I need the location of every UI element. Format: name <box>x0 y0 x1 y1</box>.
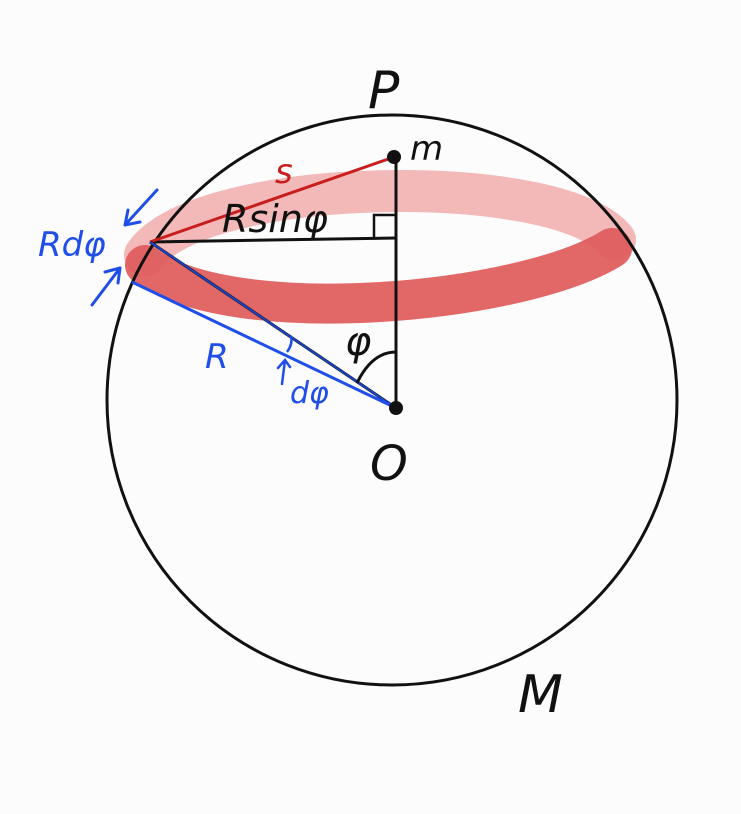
chord-line <box>149 155 395 244</box>
mass-point <box>387 150 401 164</box>
radius-upper-line <box>149 241 397 409</box>
arc-width-arrow-bottom-icon <box>90 266 122 307</box>
radius-line <box>131 280 397 410</box>
sphere-outline <box>105 113 679 687</box>
label-O: O <box>370 436 408 492</box>
arc-width-arrow-top-icon <box>123 188 159 227</box>
label-s: s <box>275 152 293 192</box>
label-Rsinphi: Rsinφ <box>222 197 328 241</box>
label-Rdphi: Rdφ <box>38 225 106 265</box>
label-dphi: dφ <box>290 376 329 411</box>
phi-angle-arc <box>355 350 397 384</box>
label-P: P <box>368 61 400 121</box>
dphi-angle-arc <box>285 335 293 353</box>
dphi-arrow-icon <box>276 357 292 386</box>
center-point <box>389 401 403 415</box>
ring-band-back <box>124 170 636 276</box>
label-m: m <box>410 129 443 169</box>
label-phi: φ <box>345 319 371 365</box>
ring-radius-line <box>149 236 397 244</box>
label-R: R <box>205 337 229 377</box>
right-angle-marker <box>372 213 396 238</box>
label-M: M <box>518 665 563 725</box>
ring-band-front <box>125 228 632 324</box>
